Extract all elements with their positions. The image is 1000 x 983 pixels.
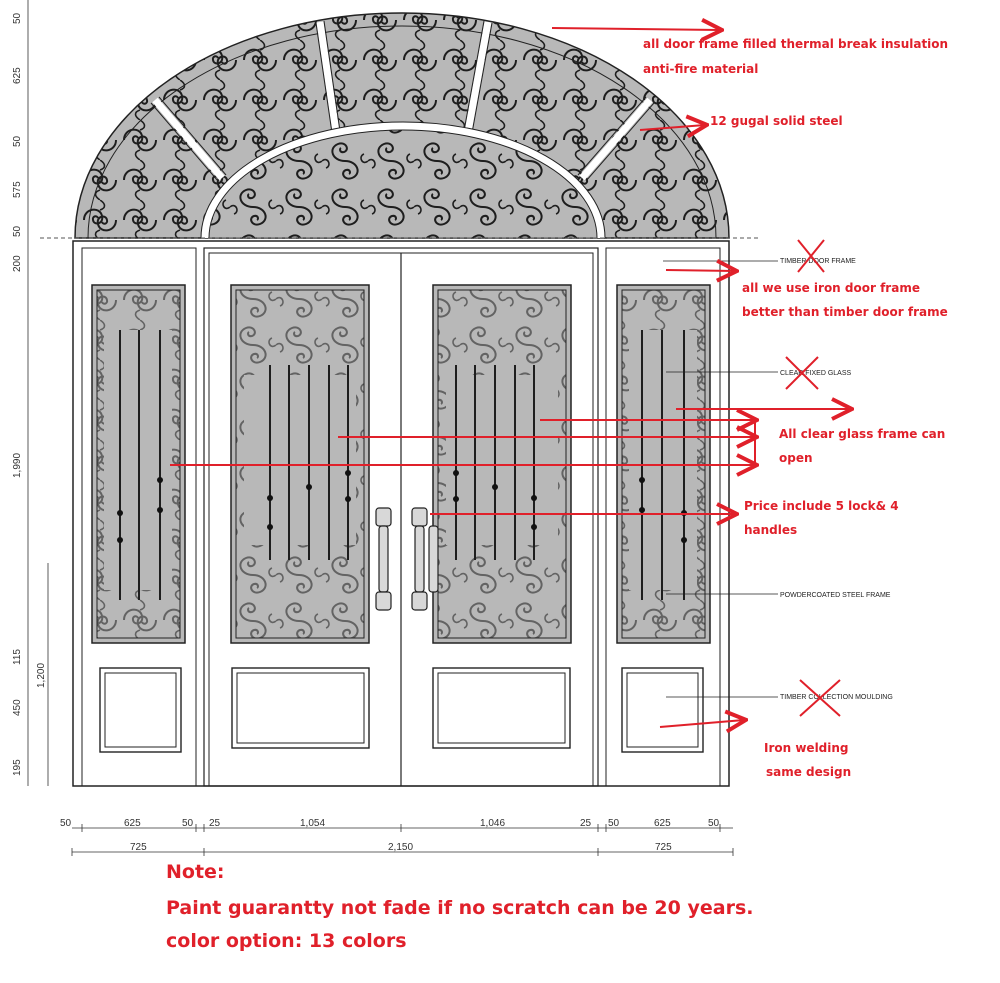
- dim-h: 50: [608, 818, 620, 829]
- annotation-steel: 12 gugal solid steel: [710, 114, 843, 128]
- annotation-arrows: [170, 28, 850, 727]
- dim-v: 200: [12, 255, 23, 272]
- dim-h: 625: [124, 818, 141, 829]
- note-line-1: Paint guarantty not fade if no scratch c…: [166, 897, 753, 919]
- dim-h: 1,054: [300, 818, 325, 829]
- annotation-welding: Iron welding: [764, 741, 849, 755]
- dim-v: 50: [12, 135, 23, 147]
- note-line-2: color option: 13 colors: [166, 930, 407, 952]
- dim-h: 50: [708, 818, 720, 829]
- label-clear-glass: CLEAR FIXED GLASS: [780, 370, 852, 377]
- dim-h: 2,150: [388, 842, 413, 853]
- dim-h: 50: [182, 818, 194, 829]
- dim-h: 625: [654, 818, 671, 829]
- dim-v: 1,200: [36, 663, 47, 688]
- drawing-labels: [663, 260, 778, 698]
- dim-h: 725: [130, 842, 147, 853]
- horizontal-dimensions: 50 625 50 25 1,054 1,046 25 50 625 50 72…: [60, 818, 734, 856]
- annotation-glass-2: open: [779, 451, 813, 465]
- transom-arch: [40, 12, 760, 239]
- dim-v: 195: [12, 759, 23, 776]
- annotation-glass: All clear glass frame can: [779, 427, 945, 441]
- dim-h: 725: [655, 842, 672, 853]
- dim-v: 50: [12, 12, 23, 24]
- label-timber-frame: TIMBER DOOR FRAME: [780, 258, 856, 265]
- annotation-price-2: handles: [744, 523, 797, 537]
- annotation-thermal: all door frame filled thermal break insu…: [643, 37, 948, 51]
- annotation-thermal-2: anti-fire material: [643, 62, 758, 76]
- note-title: Note:: [166, 861, 225, 883]
- bottom-panels: [99, 667, 704, 753]
- dim-v: 450: [12, 699, 23, 716]
- annotation-welding-2: same design: [766, 765, 851, 779]
- dim-v: 115: [12, 649, 23, 665]
- dim-h: 1,046: [480, 818, 505, 829]
- label-powdercoated: POWDERCOATED STEEL FRAME: [780, 592, 891, 599]
- vertical-dimensions: 50 625 50 575 50 200 1,990 115 450 195 1…: [12, 0, 49, 786]
- dim-v: 575: [12, 181, 23, 198]
- dim-v: 50: [12, 225, 23, 237]
- annotation-iron-frame: all we use iron door frame: [742, 281, 920, 295]
- annotation-iron-frame-2: better than timber door frame: [742, 305, 948, 319]
- dim-v: 625: [12, 67, 23, 84]
- dim-h: 50: [60, 818, 72, 829]
- label-moulding: TIMBER COLLECTION MOULDING: [780, 694, 893, 701]
- left-sidelight-glass: [91, 284, 186, 644]
- dim-v: 1,990: [12, 453, 23, 478]
- dim-h: 25: [209, 818, 221, 829]
- cross-marks: [785, 239, 841, 717]
- annotation-price: Price include 5 lock& 4: [744, 499, 899, 513]
- dim-h: 25: [580, 818, 592, 829]
- door-handles: [375, 507, 439, 611]
